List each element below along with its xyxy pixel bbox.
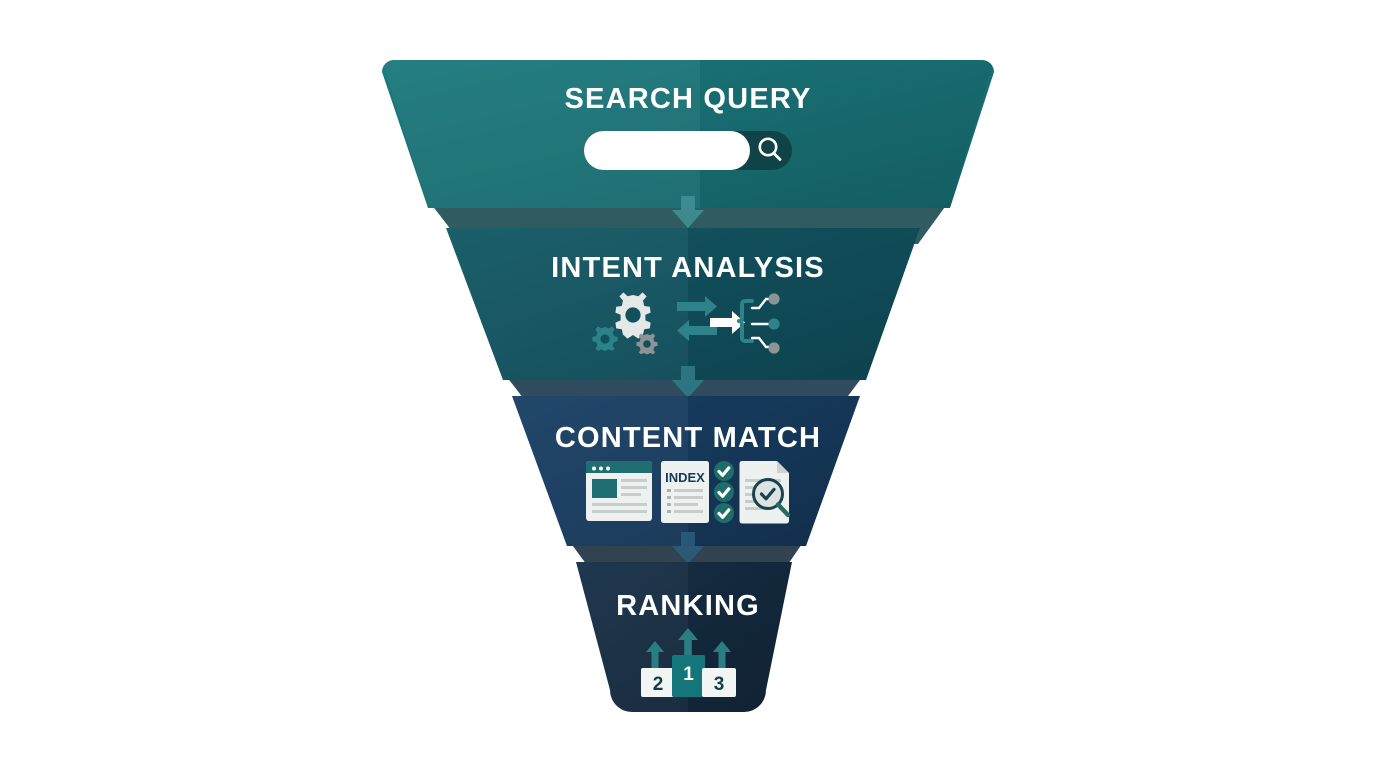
stage-3-title: CONTENT MATCH bbox=[555, 422, 821, 454]
search-input[interactable] bbox=[584, 131, 750, 170]
document-magnifier-icon bbox=[739, 461, 791, 524]
stage-4-title: RANKING bbox=[616, 590, 760, 622]
funnel-stage-ranking[interactable]: RANKING 2 1 3 bbox=[576, 562, 792, 712]
node-dot-icon bbox=[768, 293, 780, 354]
white-arrow-right-icon bbox=[710, 311, 745, 334]
funnel-stage-content-match[interactable]: CONTENT MATCH INDEX bbox=[512, 396, 860, 546]
stage-2-title: INTENT ANALYSIS bbox=[551, 252, 825, 284]
branch-bracket-icon bbox=[737, 299, 754, 343]
funnel-stage-search-query[interactable]: SEARCH QUERY bbox=[382, 60, 994, 208]
funnel-stage-intent-analysis[interactable]: INTENT ANALYSIS bbox=[446, 228, 920, 380]
gear-small-teal-icon bbox=[592, 326, 618, 351]
exchange-arrows-icon bbox=[677, 296, 717, 341]
podium-place-1: 1 bbox=[683, 664, 694, 685]
index-document-icon: INDEX bbox=[661, 461, 709, 523]
connector-arrow-2 bbox=[672, 366, 704, 398]
podium-place-3: 3 bbox=[714, 674, 725, 695]
stage-1-title: SEARCH QUERY bbox=[565, 83, 812, 115]
connector-arrow-3 bbox=[672, 532, 704, 564]
podium-place-2: 2 bbox=[653, 674, 664, 695]
stage-1-shading bbox=[700, 60, 994, 208]
checkmark-circle-icon bbox=[714, 461, 734, 523]
podium-block-3: 3 bbox=[702, 668, 736, 697]
browser-window-icon bbox=[586, 461, 652, 521]
podium-icon: 2 1 3 bbox=[641, 655, 736, 697]
gear-small-gray-icon bbox=[636, 333, 658, 355]
magnifier-icon[interactable] bbox=[758, 137, 782, 161]
podium-block-1: 1 bbox=[672, 655, 705, 697]
gear-large-icon bbox=[615, 292, 651, 339]
up-arrow-icon bbox=[646, 628, 731, 671]
podium-block-2: 2 bbox=[641, 668, 675, 697]
connector-arrow-1 bbox=[672, 196, 704, 228]
search-bar-icon[interactable] bbox=[584, 131, 792, 170]
index-document-label: INDEX bbox=[665, 470, 705, 485]
